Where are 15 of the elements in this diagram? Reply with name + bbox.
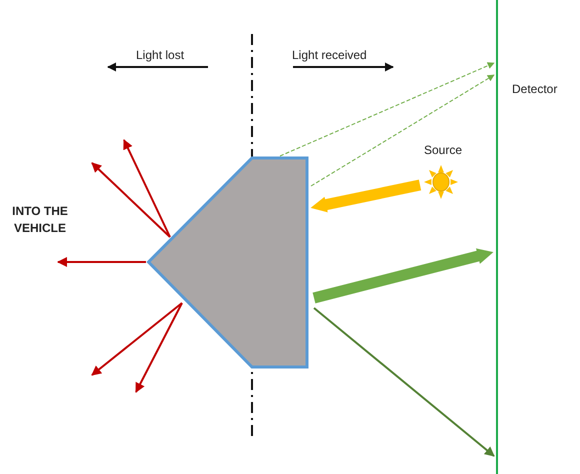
heading-label: INTO THE VEHICLE [11,203,69,237]
arrow [91,302,183,376]
block-arrow [310,180,422,212]
direction-label: Light lost [136,47,184,64]
direction-label: Light received [292,47,367,64]
arrow [280,62,495,156]
arrow [310,74,495,186]
arrow [57,257,146,267]
arrow [91,162,171,238]
block-arrow [312,248,494,304]
arrow [135,302,183,393]
node-caption: Source [424,143,462,157]
arrow [313,307,495,457]
node-caption: Detector [512,82,558,96]
arrow [123,139,171,238]
